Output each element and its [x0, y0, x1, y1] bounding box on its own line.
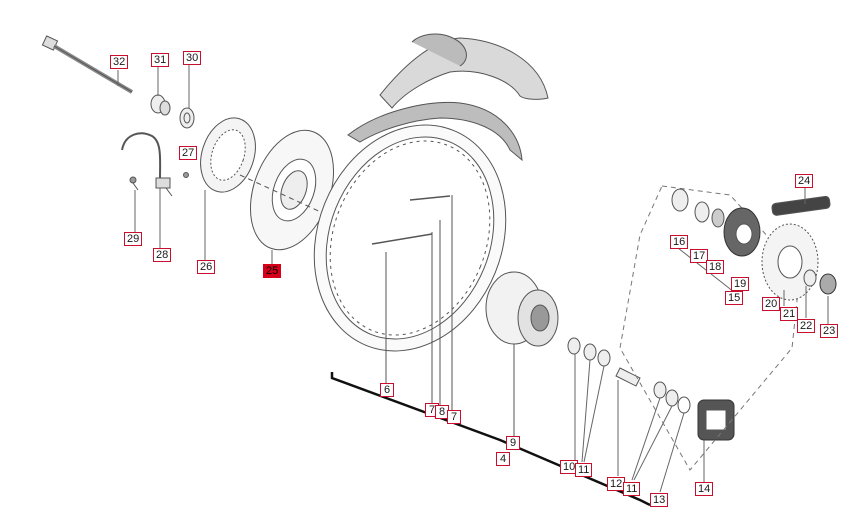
bearings: [567, 337, 691, 414]
seal: [179, 107, 195, 129]
callout-29: 29: [124, 232, 143, 246]
callout-15: 15: [725, 291, 744, 305]
callout-28: 28: [153, 248, 172, 262]
callout-9: 9: [506, 436, 520, 450]
callout-26: 26: [197, 260, 216, 274]
callout-27: 27: [179, 146, 198, 160]
callout-21: 21: [780, 307, 799, 321]
tyre: [379, 33, 549, 109]
abs-sensor: [121, 132, 173, 197]
callout-11: 11: [623, 482, 641, 496]
sprocket-carrier: [671, 188, 761, 257]
callout-23: 23: [820, 324, 839, 338]
sprocket-nut: [803, 269, 837, 295]
cush-drive: [697, 399, 735, 441]
callout-24: 24: [795, 174, 814, 188]
callout-6: 6: [380, 383, 394, 397]
callout-19: 19: [731, 277, 750, 291]
hub: [485, 271, 559, 436]
callout-17: 17: [690, 249, 709, 263]
brake-disc: [249, 129, 335, 251]
axle-bolt: [41, 35, 134, 94]
callout-11: 11: [575, 463, 593, 477]
callout-14: 14: [695, 482, 714, 496]
rim-strip: [347, 102, 523, 162]
chain: [771, 195, 831, 216]
callout-10: 10: [560, 460, 579, 474]
callout-30: 30: [183, 51, 202, 65]
screw: [129, 172, 189, 191]
callout-22: 22: [797, 319, 816, 333]
callout-25: 25: [263, 264, 282, 278]
callout-4: 4: [496, 452, 510, 466]
callout-32: 32: [110, 55, 129, 69]
callout-18: 18: [706, 260, 725, 274]
callout-31: 31: [151, 53, 170, 67]
callout-13: 13: [650, 493, 669, 507]
spokes: [371, 195, 453, 410]
callout-12: 12: [607, 477, 626, 491]
spacer: [150, 94, 171, 116]
callout-16: 16: [670, 235, 689, 249]
callout-20: 20: [762, 297, 781, 311]
callout-7: 7: [447, 410, 461, 424]
sprocket: [761, 223, 819, 301]
tone-ring: [200, 117, 256, 193]
